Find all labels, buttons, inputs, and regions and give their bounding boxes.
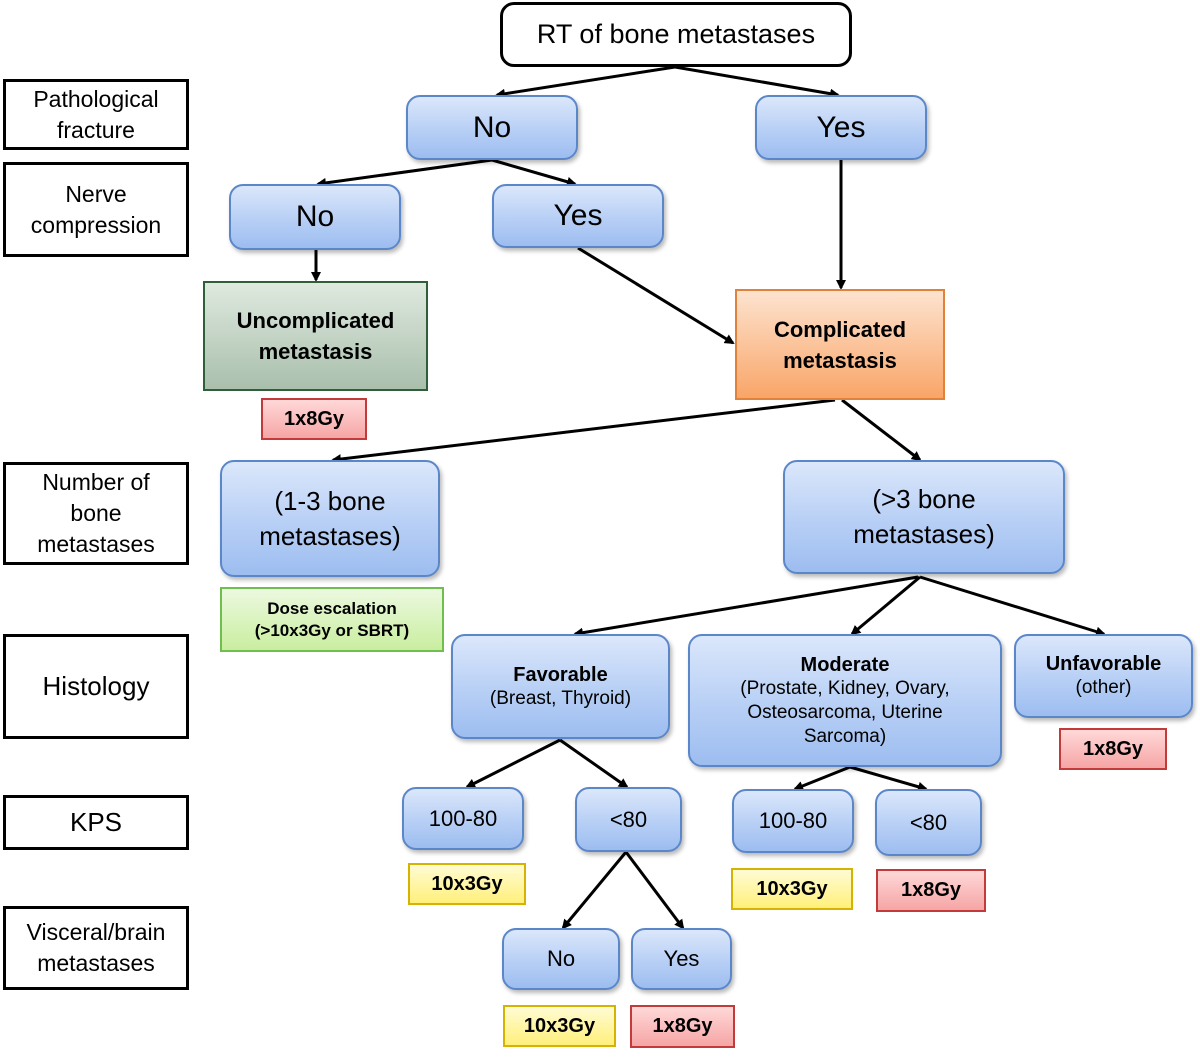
arrow-many-to-unfavorable (919, 575, 1106, 637)
dose-mod-kps-low: 1x8Gy (876, 869, 986, 912)
arrow-nerve-yes-to-complicated (577, 246, 735, 345)
node-uncomplicated: Uncomplicated metastasis (203, 281, 428, 391)
arrow-kps-low-to-visceral-no (561, 851, 628, 930)
dose-fav-kps-high: 10x3Gy (408, 863, 526, 905)
node-few-mets: (1-3 bone metastases) (220, 460, 440, 577)
node-complicated: Complicated metastasis (735, 289, 945, 400)
label-pathological-fracture: Pathological fracture (3, 79, 189, 150)
arrow-moderate-to-kps-high (793, 765, 851, 791)
arrow-fracture-no-to-nerve-no (316, 158, 493, 188)
arrow-root-to-fracture-yes (674, 65, 840, 99)
dose-visceral-no: 10x3Gy (503, 1005, 616, 1047)
node-nerve-no: No (229, 184, 401, 250)
arrow-fracture-no-to-nerve-yes (491, 158, 577, 187)
arrow-complicated-to-many (841, 398, 922, 462)
node-favorable: Favorable (Breast, Thyroid) (451, 634, 670, 739)
node-visceral-no: No (502, 928, 620, 990)
node-moderate: Moderate (Prostate, Kidney, Ovary, Osteo… (688, 634, 1002, 767)
node-fracture-yes: Yes (755, 95, 927, 160)
label-number-of-metastases: Number of bone metastases (3, 462, 189, 565)
node-mod-kps-high: 100-80 (732, 789, 854, 853)
arrow-favorable-to-kps-low (559, 738, 629, 789)
label-kps: KPS (3, 795, 189, 850)
arrow-complicated-to-few (331, 398, 836, 465)
dose-visceral-yes: 1x8Gy (630, 1005, 735, 1048)
label-nerve-compression: Nerve compression (3, 162, 189, 257)
node-unfavorable: Unfavorable (other) (1014, 634, 1193, 718)
node-mod-kps-low: <80 (875, 789, 982, 856)
node-root: RT of bone metastases (500, 2, 852, 67)
label-histology: Histology (3, 634, 189, 739)
node-fracture-no: No (406, 95, 578, 160)
arrow-many-to-moderate (850, 575, 921, 636)
arrow-root-to-fracture-no (495, 65, 676, 99)
node-fav-kps-high: 100-80 (402, 787, 524, 850)
dose-mod-kps-high: 10x3Gy (731, 868, 853, 910)
arrow-many-to-favorable (573, 575, 919, 638)
dose-uncomplicated: 1x8Gy (261, 398, 367, 440)
dose-escalation: Dose escalation (>10x3Gy or SBRT) (220, 587, 444, 652)
dose-unfavorable: 1x8Gy (1059, 728, 1167, 770)
label-visceral-brain: Visceral/brain metastases (3, 906, 189, 990)
node-nerve-yes: Yes (492, 184, 664, 248)
arrow-favorable-to-kps-high (465, 738, 561, 789)
node-visceral-yes: Yes (631, 928, 732, 990)
node-many-mets: (>3 bone metastases) (783, 460, 1065, 574)
node-fav-kps-low: <80 (575, 787, 682, 852)
arrow-kps-low-to-visceral-yes (624, 851, 685, 930)
arrow-moderate-to-kps-low (849, 765, 928, 792)
